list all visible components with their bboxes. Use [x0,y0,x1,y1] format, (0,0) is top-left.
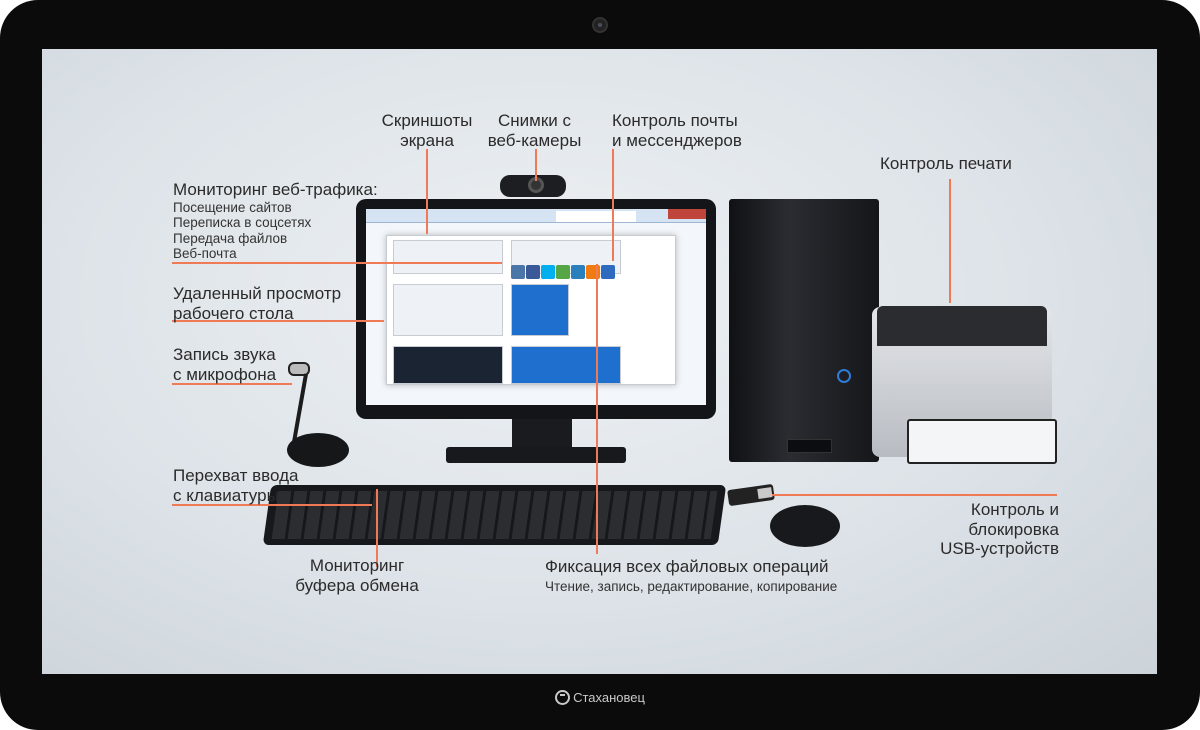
screenshots-panel [386,235,676,385]
callout-line-webcam [535,149,537,181]
vk-icon [511,265,525,279]
drive-slot [787,439,832,453]
callout-line-web [172,262,502,264]
screenshot-thumb [393,240,503,274]
mouse-illustration [770,505,840,547]
window-controls [668,209,706,219]
screenshot-thumb [511,284,569,336]
screenshot-thumb [393,284,503,336]
usb-drive-illustration [727,483,775,507]
monitor-base [446,447,626,463]
callout-line-keys [172,504,372,506]
microphone-base [287,433,349,467]
power-button-icon [837,369,851,383]
label-files: Фиксация всех файловых операций Чтение, … [545,557,838,594]
monitor-display [366,209,706,405]
callout-line-usb [772,494,1057,496]
microphone-icon [288,362,310,376]
stakhanovets-logo-icon [555,690,571,705]
facebook-icon [526,265,540,279]
callout-line-clipboard [376,489,378,567]
browser-tab [556,211,636,222]
callout-line-sound [172,383,292,385]
callout-line-print [949,179,951,303]
callout-line-mail [612,149,614,261]
printer-paper-tray [907,419,1057,464]
messenger-icons [511,265,616,281]
callout-line-remote [172,320,384,322]
screenshot-thumb [511,346,621,384]
skype-icon [541,265,555,279]
callout-line-screenshots [426,149,428,234]
front-camera [592,17,608,33]
pc-tower-illustration [729,199,879,462]
browser-toolbar [366,209,706,223]
callout-line-files [596,264,598,554]
brand-name: Стахановец [573,690,645,705]
printer-top [877,306,1047,346]
label-web-traffic: Мониторинг веб-трафика: Посещение сайтов… [173,180,378,262]
brand-logo: Стахановец [0,690,1200,705]
messenger-icon [571,265,585,279]
microphone-stand [291,373,308,444]
icq-icon [556,265,570,279]
screenshot-thumb [393,346,503,384]
label-print: Контроль печати [880,154,1012,173]
mail-icon [601,265,615,279]
